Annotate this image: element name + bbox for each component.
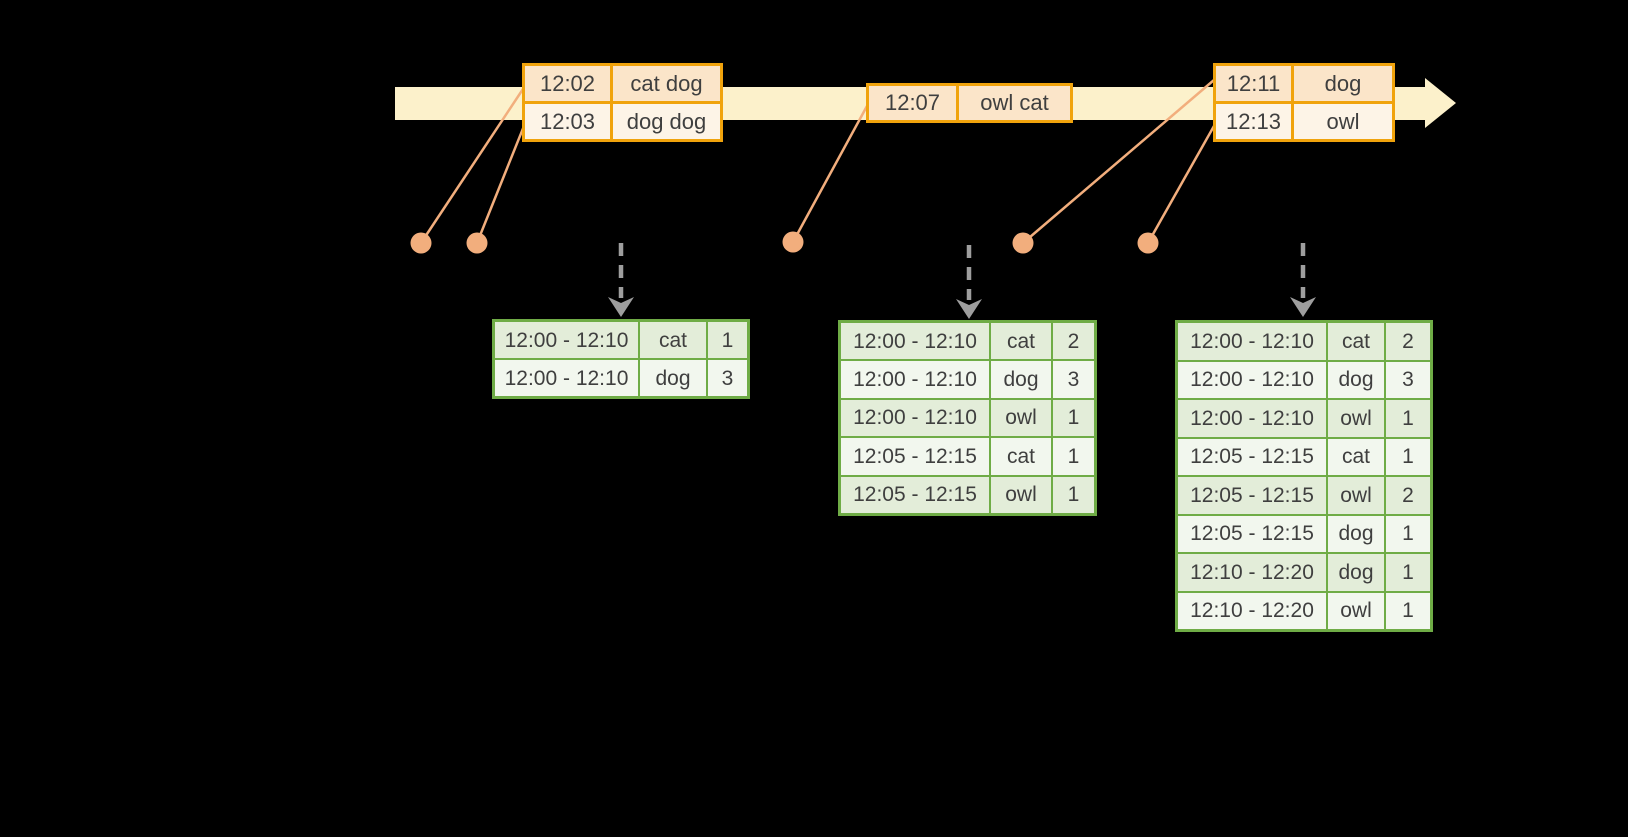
table-cell: dog: [1294, 66, 1392, 101]
table-cell: 12:05 - 12:15: [1178, 477, 1326, 514]
table-cell: 12:13: [1216, 104, 1291, 139]
event-connector-lines: [419, 79, 1216, 244]
table-cell: dog: [991, 361, 1051, 398]
table-cell: 2: [1386, 477, 1430, 514]
table-cell: 3: [708, 360, 747, 396]
table-cell: 12:05 - 12:15: [1178, 515, 1326, 552]
event-connector-line: [1022, 79, 1215, 244]
event-dot: [410, 232, 432, 254]
table-cell: 12:05 - 12:15: [841, 438, 989, 475]
table-cell: owl: [991, 476, 1051, 513]
table-cell: dog: [1328, 515, 1384, 552]
trigger-arrowhead-icon: [608, 297, 634, 317]
trigger-arrows: [608, 243, 1316, 319]
table-cell: 12:00 - 12:10: [841, 399, 989, 437]
table-cell: owl: [1328, 592, 1384, 629]
table-cell: 2: [1053, 323, 1094, 360]
table-cell: 12:02: [525, 66, 610, 101]
table-cell: 12:00 - 12:10: [841, 361, 989, 398]
trigger-arrowhead-icon: [956, 299, 982, 319]
table-cell: 1: [1053, 438, 1094, 475]
table-cell: dog: [640, 360, 706, 396]
event-dot: [466, 232, 488, 254]
table-cell: 1: [1386, 438, 1430, 475]
table-cell: 3: [1053, 361, 1094, 398]
table-cell: 1: [708, 322, 747, 358]
table-cell: dog: [1328, 554, 1384, 591]
table-cell: cat: [640, 322, 706, 358]
event-dot: [782, 231, 804, 253]
table-cell: owl: [991, 399, 1051, 437]
event-connector-line: [791, 105, 869, 243]
table-cell: 12:10 - 12:20: [1178, 554, 1326, 591]
table-cell: 12:00 - 12:10: [1178, 400, 1326, 437]
table-cell: dog: [1328, 361, 1384, 398]
event-connector-line: [1146, 125, 1216, 244]
table-cell: 12:00 - 12:10: [1178, 323, 1326, 360]
table-cell: cat: [1328, 323, 1384, 360]
table-cell: 1: [1053, 476, 1094, 513]
table-cell: 12:00 - 12:10: [495, 360, 638, 396]
table-cell: cat dog: [613, 66, 720, 101]
table-cell: 12:00 - 12:10: [495, 322, 638, 358]
table-cell: 12:03: [525, 104, 610, 139]
table-cell: 12:00 - 12:10: [841, 323, 989, 360]
table-cell: dog dog: [613, 104, 720, 139]
table-cell: 1: [1386, 592, 1430, 629]
event-connector-line: [475, 125, 526, 244]
table-cell: 1: [1386, 554, 1430, 591]
table-cell: cat: [1328, 438, 1384, 475]
table-cell: 12:11: [1216, 66, 1291, 101]
table-cell: 12:05 - 12:15: [841, 476, 989, 513]
table-cell: 3: [1386, 361, 1430, 398]
table-cell: 12:10 - 12:20: [1178, 592, 1326, 629]
table-cell: 2: [1386, 323, 1430, 360]
trigger-arrowhead-icon: [1290, 297, 1316, 317]
table-cell: 12:07: [869, 86, 956, 120]
event-dot: [1137, 232, 1159, 254]
table-cell: 1: [1053, 399, 1094, 437]
table-cell: 1: [1386, 515, 1430, 552]
table-cell: owl: [1294, 104, 1392, 139]
event-dot: [1012, 232, 1034, 254]
table-cell: 1: [1386, 400, 1430, 437]
table-cell: cat: [991, 438, 1051, 475]
timeline-arrowhead-icon: [1425, 78, 1456, 128]
table-cell: owl cat: [959, 86, 1070, 120]
table-cell: owl: [1328, 400, 1384, 437]
event-connector-line: [419, 88, 525, 244]
event-dots: [410, 231, 1159, 254]
table-cell: 12:00 - 12:10: [1178, 361, 1326, 398]
table-cell: 12:05 - 12:15: [1178, 438, 1326, 475]
table-cell: owl: [1328, 477, 1384, 514]
table-cell: cat: [991, 323, 1051, 360]
